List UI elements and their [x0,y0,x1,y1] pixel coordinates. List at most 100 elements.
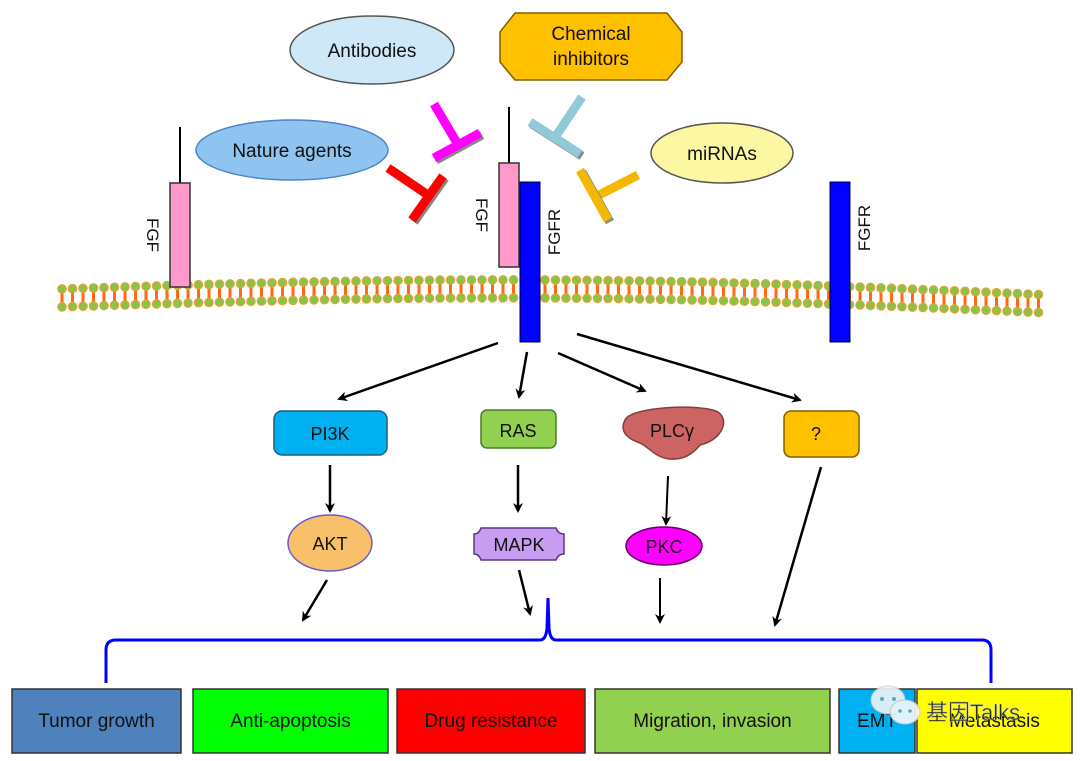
lipid-head [970,304,981,315]
lipid-head [267,278,277,288]
fgfr-receptor-right: FGFR [829,181,874,343]
lipid-head [141,299,151,310]
lipid-head [120,282,130,292]
lipid-head [540,293,550,303]
outcome-box: Metastasis [916,688,1073,754]
lipid-head [372,275,382,286]
lipid-head [435,293,445,303]
nature-agents-label: Nature agents [232,141,351,162]
chemical-label-line1: Chemical [551,24,630,45]
lipid-head [991,287,1002,298]
lipid-head [88,301,99,311]
lipid-head [298,295,309,305]
lipid-head [855,300,865,310]
lipid-head [624,293,634,304]
arrow-fgfr-to-pi3k [337,341,499,402]
lipid-head [330,276,340,287]
outcome-box: Tumor growth [11,688,182,754]
lipid-head [382,275,393,286]
lipid-head [340,294,351,305]
outcome-box-bg [916,688,1073,754]
lipid-head [508,293,519,303]
lipid-head [697,277,708,287]
lipid-head [477,293,487,303]
lipid-head [1002,306,1012,316]
lipid-head [970,286,981,297]
arrow-plcg-to-pkc [661,475,672,526]
lipid-head [351,276,361,286]
lipid-head [183,298,193,308]
lipid-head [592,275,603,286]
arrow-unknown-to-outcomes [772,466,823,627]
lipid-head [897,283,907,294]
lipid-head [886,283,897,294]
pi3k-node: PI3K [273,410,388,456]
lipid-head [214,279,225,289]
fgfr-label-right: FGFR [855,205,874,251]
lipid-head [687,277,697,287]
lipid-head [225,297,235,307]
lipid-head [445,293,456,303]
lipid-head [708,277,718,288]
lipid-head [781,279,792,290]
mapk-node: MAPK [473,527,565,561]
lipid-head [634,294,645,304]
plcg-node: PLCγ [622,406,725,460]
lipid-head [456,293,466,303]
fgf-ligand-left: FGF [143,127,191,288]
lipid-head [319,276,330,287]
lipid-head [645,276,655,286]
lipid-head [1023,289,1033,299]
lipid-head [928,285,939,295]
outcome-box-bg [594,688,831,754]
lipid-head [78,283,88,294]
lipid-head [613,293,624,304]
lipid-head [981,287,991,297]
lipid-head [582,275,592,286]
outcome-box-bg [396,688,586,754]
lipid-head [256,296,267,306]
lipid-head [876,301,886,311]
lipid-head [445,275,456,285]
lipid-head [487,275,498,285]
nature-agent-blocker-icon [385,164,449,225]
lipid-head [582,293,592,304]
chemical-label-line2: inhibitors [553,49,629,70]
chemical-inhibitors-node: Chemical inhibitors [499,12,683,81]
lipid-head [172,298,183,309]
lipid-head [330,294,340,305]
lipid-head [99,282,109,293]
lipid-head [655,294,666,305]
ras-node: RAS [480,409,557,449]
akt-label: AKT [312,534,347,554]
antibodies-label: Antibodies [328,41,417,62]
lipid-head [393,275,403,286]
lipid-head [991,305,1002,316]
lipid-head [151,299,162,309]
lipid-head [1012,288,1023,299]
outcome-label: Tumor growth [38,711,155,732]
lipid-head [1033,307,1044,318]
lipid-head [424,293,435,303]
fgfr-receptor-center: FGFR [519,181,564,343]
lipid-head [309,295,319,305]
lipid-head [214,297,225,307]
lipid-head [361,276,372,286]
lipid-head [88,283,99,293]
arrow-mapk-to-outcomes [517,569,533,616]
lipid-head [792,280,802,290]
lipid-head [361,294,372,304]
lipid-head [288,295,298,306]
arrow-akt-to-outcomes [301,579,329,622]
lipid-head [949,304,960,314]
lipid-head [246,278,256,289]
lipid-head [456,275,466,285]
mirna-blocker-icon [576,167,641,225]
lipid-head [267,296,277,306]
lipid-head [1023,307,1033,317]
lipid-head [466,275,477,285]
outcome-label: Drug resistance [424,711,557,732]
unknown-pathway-node: ? [783,410,860,458]
lipid-head [414,293,424,304]
lipid-head [897,301,907,312]
